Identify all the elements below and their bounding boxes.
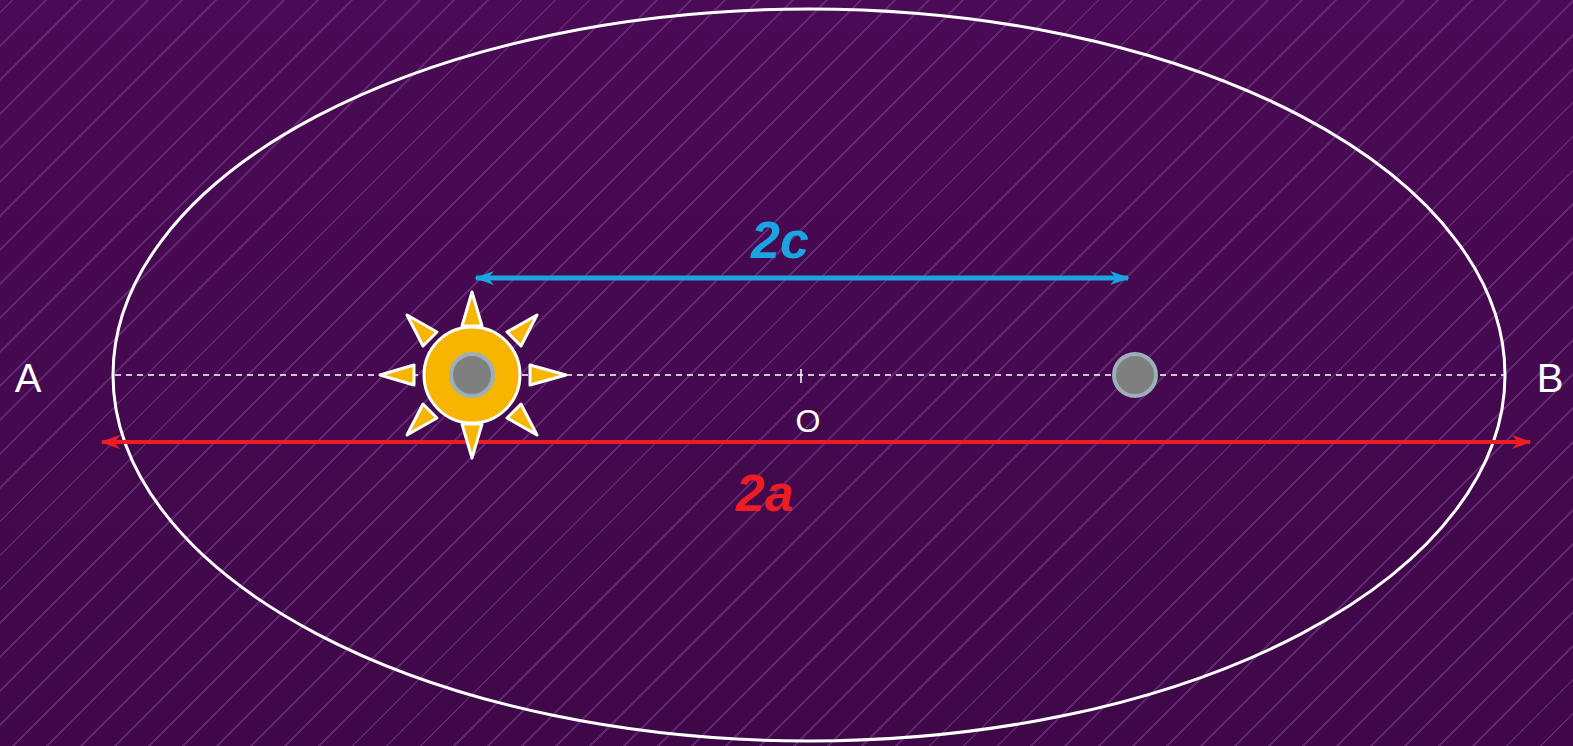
orbit-ellipse [113, 9, 1505, 741]
focal-distance-arrow [476, 276, 1128, 281]
center-label: O [796, 405, 821, 437]
point-label: A [15, 358, 42, 398]
dimension-label: 2a [736, 467, 794, 519]
major-axis [115, 374, 1505, 376]
major-axis-arrow [102, 440, 1530, 444]
dimension-label: 2c [751, 214, 809, 266]
empty-focus [1114, 354, 1156, 396]
point-label: B [1537, 358, 1564, 398]
center-tick [800, 369, 802, 383]
sun-symbol [380, 292, 566, 458]
